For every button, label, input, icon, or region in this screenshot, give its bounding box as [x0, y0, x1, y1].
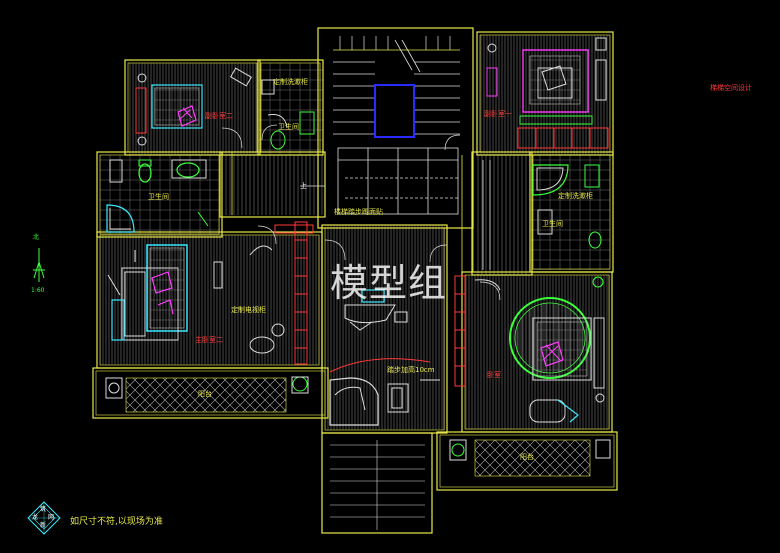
balcony-right-items [449, 439, 611, 461]
walls [92, 31, 618, 534]
wardrobe-right [454, 275, 501, 387]
label-vanity-right: 定制洗漱柜 [558, 192, 593, 200]
corridor [231, 152, 491, 272]
logo-letter-3: 网 [48, 514, 55, 521]
bath-left [106, 159, 209, 233]
label-bedroom-left: 主卧室二 [195, 336, 223, 344]
label-bedroom-top-left: 副卧室二 [205, 112, 233, 120]
label-stair-note: 楼梯踏步踢面贴 [334, 208, 383, 216]
staircase [317, 27, 474, 229]
scale-label: 1:60 [31, 287, 45, 294]
label-balcony-right: 阳台 [520, 453, 534, 461]
label-bath-small: 卫生间 [278, 123, 299, 131]
wardrobe-left [213, 221, 314, 365]
logo-letter-2: 龙 [32, 514, 39, 521]
drawing-title: 梯梯空间设计 [710, 84, 752, 92]
logo-letter-1: 筑 [40, 506, 47, 513]
bed-top-left [135, 67, 252, 146]
balcony-tiles [125, 377, 591, 477]
floor-hatching [100, 35, 610, 430]
label-bath-left: 卫生间 [148, 193, 169, 201]
door-swings [221, 124, 501, 301]
label-bedroom-top-right: 副卧室一 [484, 110, 512, 118]
logo-mark [27, 501, 61, 535]
study-furniture [329, 289, 440, 426]
balcony-left-items [105, 376, 309, 399]
logo-letter-4: 新 [40, 522, 47, 529]
lower-stair [330, 440, 425, 530]
watermark-text: 模型组 [330, 261, 448, 305]
label-vanity-top: 定制洗漱柜 [273, 78, 308, 86]
label-balcony-left: 阳台 [198, 390, 212, 398]
label-bedroom-right: 卧室 [487, 371, 501, 379]
logo-letters: 筑 龙 网 新 [28, 502, 60, 534]
bed-left-main [107, 244, 188, 341]
label-bath-right: 卫生间 [542, 220, 563, 228]
bed-right [509, 276, 605, 423]
label-up-arrow: 上 [300, 182, 307, 190]
bath-top [261, 79, 315, 150]
north-arrow [33, 248, 45, 282]
bed-top-right [486, 37, 609, 149]
bath-right [532, 164, 602, 249]
label-tv-cabinet: 定制电视柜 [231, 306, 266, 314]
drawing-note: 如尺寸不符,以现场为准 [70, 517, 163, 527]
north-label: 北 [33, 234, 40, 241]
label-study-note: 踏步加高10cm [387, 366, 435, 374]
